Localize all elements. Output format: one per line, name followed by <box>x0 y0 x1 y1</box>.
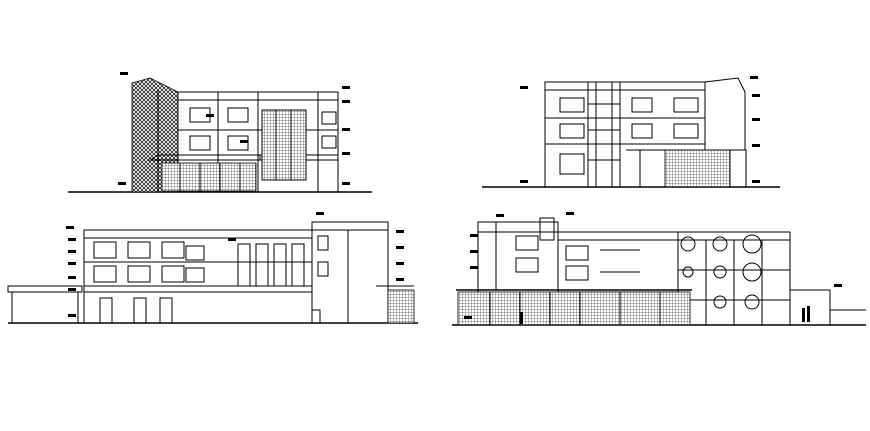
elevation-bottom-left <box>7 212 418 324</box>
elevation-top-right <box>482 76 780 188</box>
elevation-bottom-right <box>452 212 866 326</box>
elevation-top-left <box>68 72 372 193</box>
